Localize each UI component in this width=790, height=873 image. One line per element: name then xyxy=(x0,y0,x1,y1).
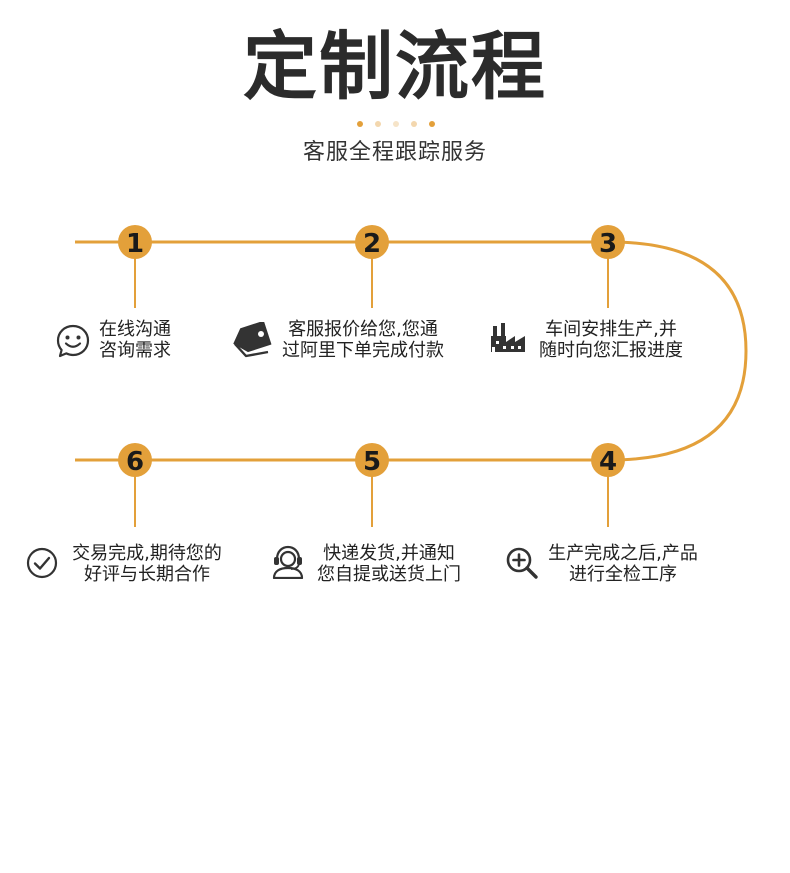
page-title: 定制流程 xyxy=(243,24,547,110)
step-4-description: 生产完成之后,产品 进行全检工序 xyxy=(538,543,708,585)
step-line: 好评与长期合作 xyxy=(84,564,210,585)
step-line: 进行全检工序 xyxy=(569,564,677,585)
factory-icon xyxy=(491,323,525,352)
step-line: 在线沟通 xyxy=(99,319,171,340)
step-line: 客服报价给您,您通 xyxy=(288,319,438,340)
step-line: 随时向您汇报进度 xyxy=(539,340,683,361)
check-circle-icon xyxy=(26,547,58,579)
step-1-description: 在线沟通 咨询需求 xyxy=(94,319,176,361)
step-number: 3 xyxy=(599,229,617,259)
divider-dot xyxy=(411,121,417,127)
magnifier-plus-icon xyxy=(506,547,538,579)
step-3-description: 车间安排生产,并 随时向您汇报进度 xyxy=(530,319,692,361)
divider-dot xyxy=(357,121,363,127)
step-line: 快递发货,并通知 xyxy=(323,543,455,564)
step-line: 车间安排生产,并 xyxy=(545,319,677,340)
step-line: 生产完成之后,产品 xyxy=(548,543,698,564)
step-line: 您自提或送货上门 xyxy=(317,564,461,585)
step-number: 4 xyxy=(599,447,617,477)
step-number: 1 xyxy=(126,229,144,259)
divider-dot xyxy=(393,121,399,127)
page-subtitle: 客服全程跟踪服务 xyxy=(302,140,487,165)
step-node-5: 5 xyxy=(355,443,389,477)
headset-agent-icon xyxy=(272,545,304,579)
step-line: 咨询需求 xyxy=(99,340,171,361)
step-node-6: 6 xyxy=(118,443,152,477)
step-line: 交易完成,期待您的 xyxy=(72,543,222,564)
step-6-description: 交易完成,期待您的 好评与长期合作 xyxy=(60,543,234,585)
smiley-chat-icon xyxy=(56,324,90,358)
flow-track xyxy=(75,240,748,462)
step-2-description: 客服报价给您,您通 过阿里下单完成付款 xyxy=(272,319,454,361)
step-line: 过阿里下单完成付款 xyxy=(282,340,444,361)
step-node-1: 1 xyxy=(118,225,152,259)
step-5-description: 快递发货,并通知 您自提或送货上门 xyxy=(308,543,470,585)
divider-dot xyxy=(429,121,435,127)
step-number: 6 xyxy=(126,447,144,477)
step-number: 2 xyxy=(363,229,381,259)
title-divider-dots xyxy=(355,121,435,129)
step-node-2: 2 xyxy=(355,225,389,259)
step-node-4: 4 xyxy=(591,443,625,477)
step-node-3: 3 xyxy=(591,225,625,259)
divider-dot xyxy=(375,121,381,127)
price-tag-icon xyxy=(233,322,272,358)
step-number: 5 xyxy=(363,447,381,477)
